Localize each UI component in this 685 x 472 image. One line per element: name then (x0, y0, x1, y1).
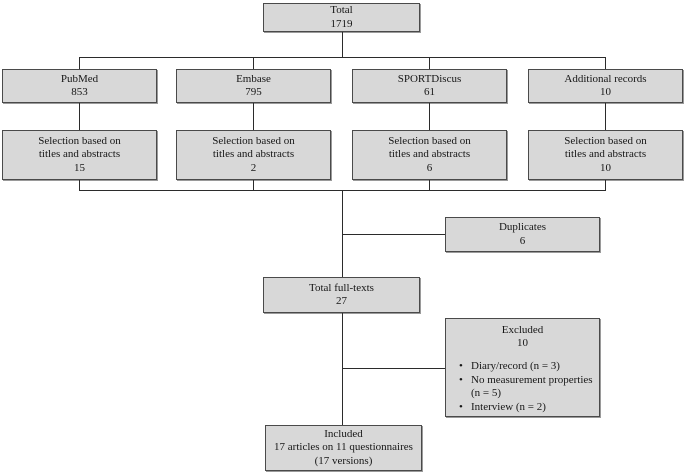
connector-selection-additional-down (605, 180, 606, 190)
included-detail: 17 articles on 11 questionnaires (274, 441, 413, 454)
source-label: PubMed (60, 72, 99, 85)
source-label: Embase (236, 72, 271, 85)
connector-split-to-additional (605, 57, 606, 69)
selection-label-line2: titles and abstracts (388, 148, 471, 161)
box-total-full-texts: Total full-texts 27 (263, 277, 420, 313)
box-source-pubmed: PubMed 853 (2, 69, 157, 103)
source-count: 795 (245, 86, 262, 98)
connector-excluded-branch (342, 368, 445, 369)
source-label: SPORTDiscus (397, 72, 462, 85)
connector-split-to-pubmed (79, 57, 80, 69)
selection-count: 10 (600, 161, 611, 174)
connector-split-to-sportdiscus (429, 57, 430, 69)
selection-label-line2: titles and abstracts (564, 148, 647, 161)
excluded-label: Excluded (501, 324, 544, 336)
duplicates-count: 6 (519, 234, 526, 247)
connector-additional-to-selection (605, 103, 606, 130)
box-total-label: Total (330, 4, 353, 17)
selection-label-line1: Selection based on (388, 134, 471, 147)
excluded-count: 10 (517, 337, 528, 350)
selection-label-line1: Selection based on (564, 134, 647, 147)
source-count: 61 (424, 86, 435, 98)
source-count: 10 (600, 86, 611, 98)
connector-selection-embase-down (253, 180, 254, 190)
connector-pubmed-to-selection (79, 103, 80, 130)
box-selection-embase: Selection based on titles and abstracts … (176, 130, 331, 180)
duplicates-label: Duplicates (498, 221, 547, 234)
box-total: Total 1719 (263, 3, 420, 32)
selection-label-line1: Selection based on (38, 134, 121, 147)
connector-split-horizontal (79, 57, 606, 58)
box-selection-pubmed: Selection based on titles and abstracts … (2, 130, 157, 180)
box-excluded: Excluded 10 Diary/record (n = 3) No meas… (445, 318, 600, 417)
excluded-reasons-list: Diary/record (n = 3) No measurement prop… (446, 360, 599, 416)
selection-count: 15 (74, 161, 85, 174)
box-source-embase: Embase 795 (176, 69, 331, 103)
connector-total-down (342, 32, 343, 57)
box-duplicates: Duplicates 6 (445, 217, 600, 252)
connector-fulltexts-to-included (342, 313, 343, 425)
connector-split-to-embase (253, 57, 254, 69)
excluded-reason: No measurement properties (n = 5) (458, 374, 595, 400)
connector-embase-to-selection (253, 103, 254, 130)
connector-selection-sportdiscus-down (429, 180, 430, 190)
selection-count: 2 (250, 161, 257, 174)
excluded-reason: Interview (n = 2) (458, 401, 595, 414)
included-label: Included (324, 427, 363, 440)
selection-count: 6 (426, 161, 433, 174)
box-source-additional-records: Additional records 10 (528, 69, 683, 103)
full-texts-count: 27 (336, 295, 347, 307)
box-included: Included 17 articles on 11 questionnaire… (265, 425, 422, 471)
selection-label-line2: titles and abstracts (38, 148, 121, 161)
box-total-count: 1719 (330, 17, 353, 30)
source-label: Additional records (564, 72, 647, 85)
connector-selection-pubmed-down (79, 180, 80, 190)
connector-duplicates-branch (342, 234, 445, 235)
full-texts-label: Total full-texts (309, 281, 374, 294)
connector-sportdiscus-to-selection (429, 103, 430, 130)
box-selection-additional: Selection based on titles and abstracts … (528, 130, 683, 180)
excluded-reason: Diary/record (n = 3) (458, 360, 595, 373)
source-count: 853 (71, 86, 88, 98)
selection-label-line2: titles and abstracts (212, 148, 295, 161)
selection-label-line1: Selection based on (212, 134, 295, 147)
included-versions: (17 versions) (314, 454, 373, 467)
box-source-sportdiscus: SPORTDiscus 61 (352, 69, 507, 103)
connector-merge-to-fulltexts (342, 190, 343, 277)
box-selection-sportdiscus: Selection based on titles and abstracts … (352, 130, 507, 180)
